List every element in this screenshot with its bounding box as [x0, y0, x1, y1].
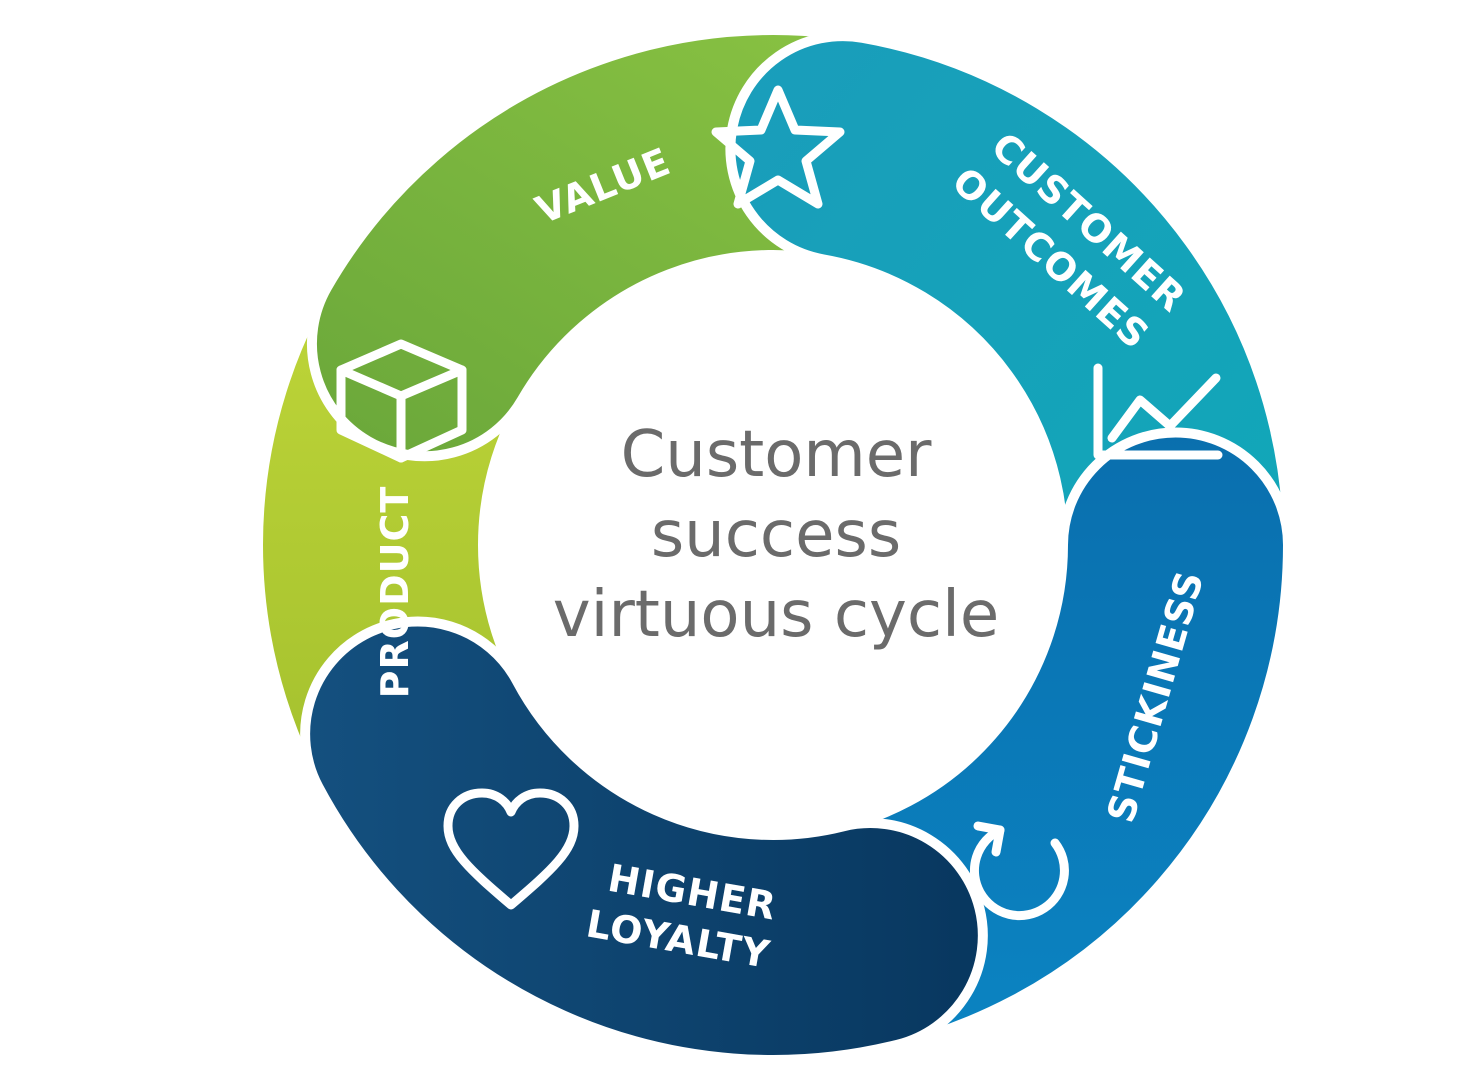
box-icon — [336, 339, 467, 463]
center-line-2: success — [651, 498, 901, 572]
segment-product-label: PRODUCT — [373, 486, 417, 699]
center-disk — [488, 260, 1058, 830]
center-title: Customer success virtuous cycle — [553, 418, 999, 652]
star-icon — [711, 85, 845, 209]
refresh-icon — [969, 821, 1069, 921]
line-chart-icon — [1093, 363, 1223, 460]
heart-icon — [443, 788, 579, 910]
center-line-3: virtuous cycle — [553, 578, 999, 652]
svg-text:PRODUCT: PRODUCT — [373, 486, 417, 699]
segment-higher-loyalty — [300, 616, 988, 1065]
center-line-1: Customer — [621, 418, 933, 492]
